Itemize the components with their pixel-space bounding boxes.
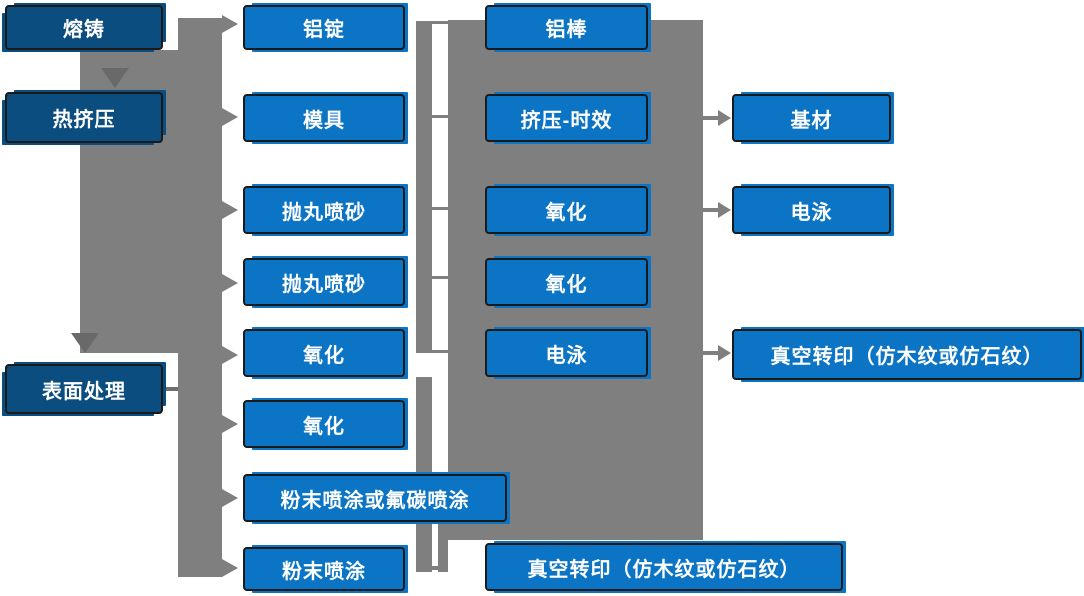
arrow-right-icon bbox=[222, 489, 238, 507]
arrow-stem bbox=[703, 351, 719, 355]
node-aluminum-ingot: 铝锭 bbox=[243, 5, 405, 50]
arrow-right-icon bbox=[222, 201, 238, 219]
node-aluminum-rod: 铝棒 bbox=[485, 5, 648, 50]
node-electrophoresis-c3: 电泳 bbox=[485, 329, 648, 377]
arrow-down-icon bbox=[71, 333, 99, 353]
node-vacuum-transfer-right: 真空转印（仿木纹或仿石纹） bbox=[732, 329, 1082, 380]
arrow-right-icon bbox=[222, 415, 238, 433]
connector-tick bbox=[432, 21, 448, 24]
node-shot-blasting-2: 抛丸喷砂 bbox=[243, 258, 405, 306]
flow-band-vertical bbox=[178, 18, 222, 577]
node-oxidation-c2-2: 氧化 bbox=[243, 400, 405, 448]
node-powder-coating: 粉末喷涂 bbox=[243, 547, 405, 591]
arrow-stem bbox=[703, 116, 719, 120]
arrow-right-icon bbox=[718, 345, 731, 361]
node-powder-or-fluorocarbon-coating: 粉末喷涂或氟碳喷涂 bbox=[243, 474, 507, 522]
arrow-right-icon bbox=[222, 559, 238, 577]
arrow-down-icon bbox=[101, 68, 129, 88]
arrow-right-icon bbox=[222, 108, 238, 126]
node-base-material: 基材 bbox=[732, 94, 891, 142]
connector-tick bbox=[432, 350, 448, 353]
node-shot-blasting-1: 抛丸喷砂 bbox=[243, 186, 405, 234]
connector-tick bbox=[432, 115, 448, 118]
arrow-right-icon bbox=[718, 110, 731, 126]
node-vacuum-transfer-bottom: 真空转印（仿木纹或仿石纹） bbox=[485, 543, 843, 591]
node-oxidation-c3-2: 氧化 bbox=[485, 258, 648, 306]
arrow-stem bbox=[703, 208, 719, 212]
node-surface-treatment: 表面处理 bbox=[5, 364, 163, 414]
node-oxidation-c3-1: 氧化 bbox=[485, 186, 648, 234]
node-hot-extrusion: 热挤压 bbox=[5, 92, 163, 143]
connector-tick bbox=[432, 276, 448, 279]
connector-tick bbox=[432, 566, 438, 570]
connector-bar-a bbox=[416, 21, 432, 353]
node-electrophoresis-c4: 电泳 bbox=[732, 186, 891, 234]
connector-bar-c bbox=[438, 522, 448, 572]
arrow-right-icon bbox=[222, 15, 238, 33]
node-oxidation-c2-1: 氧化 bbox=[243, 329, 405, 377]
arrow-right-icon bbox=[222, 346, 238, 364]
arrow-right-icon bbox=[718, 202, 731, 218]
connector-surface-link bbox=[163, 387, 178, 391]
connector-tick bbox=[432, 207, 448, 210]
node-mold: 模具 bbox=[243, 94, 405, 142]
arrow-right-icon bbox=[222, 274, 238, 292]
node-melting-casting: 熔铸 bbox=[5, 5, 163, 50]
node-extrusion-aging: 挤压-时效 bbox=[485, 94, 648, 142]
